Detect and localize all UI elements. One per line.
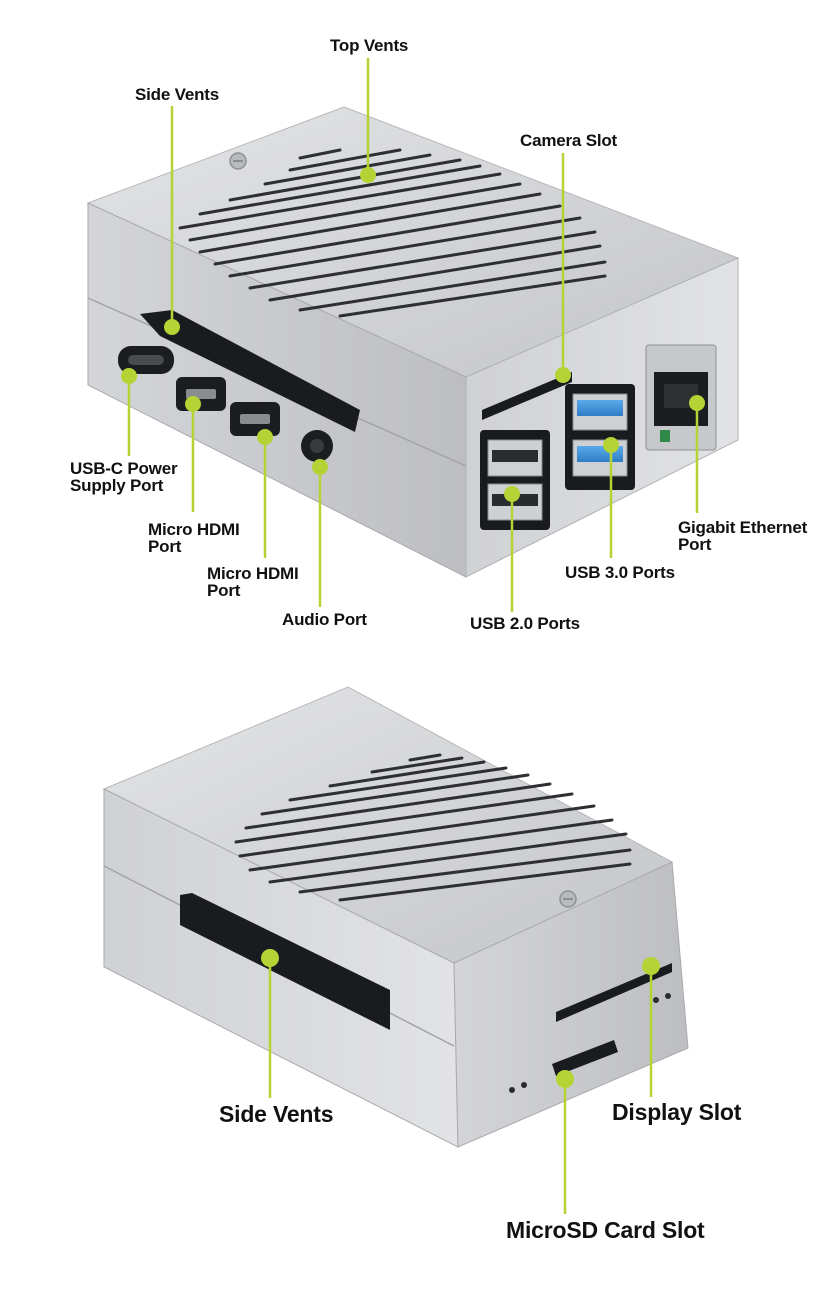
marker-micro-hdmi-1 — [185, 396, 201, 412]
label-gigabit-ethernet: Gigabit Ethernet Port — [678, 518, 808, 555]
top-vents — [178, 148, 607, 318]
marker-usb3 — [603, 437, 619, 453]
marker-side-vents — [164, 319, 180, 335]
label-audio-port: Audio Port — [282, 610, 367, 629]
label-usb2-ports: USB 2.0 Ports — [470, 614, 580, 633]
label-usb3-ports: USB 3.0 Ports — [565, 563, 675, 582]
top-vents-2 — [234, 753, 632, 902]
label-display-slot: Display Slot — [612, 1099, 742, 1125]
side-vent-slot-2 — [180, 893, 390, 1030]
case2-right-face — [453, 861, 689, 1148]
marker-microsd — [556, 1070, 574, 1088]
camera-slot — [482, 372, 572, 420]
label-microsd-slot: MicroSD Card Slot — [506, 1217, 705, 1243]
side-vent-slot — [140, 310, 360, 432]
marker-camera-slot — [555, 367, 571, 383]
microsd-slot — [552, 1040, 618, 1076]
label-micro-hdmi-1: Micro HDMI Port — [148, 520, 240, 557]
label-side-vents-2: Side Vents — [219, 1101, 334, 1127]
usb3-block — [565, 384, 635, 490]
usb2-block — [480, 430, 550, 530]
marker-ethernet — [689, 395, 705, 411]
label-usb-c-power: USB-C Power Supply Port — [70, 459, 178, 496]
marker-display-slot — [642, 957, 660, 975]
ethernet-port-block — [645, 344, 717, 451]
marker-micro-hdmi-2 — [257, 429, 273, 445]
label-micro-hdmi-2: Micro HDMI Port — [207, 564, 299, 601]
top-leader-lines — [121, 58, 705, 612]
label-camera-slot: Camera Slot — [520, 131, 618, 150]
case-top-view — [86, 106, 740, 578]
marker-top-vents — [360, 167, 376, 183]
bottom-leader-lines — [261, 949, 660, 1214]
marker-audio — [312, 459, 328, 475]
display-slot — [556, 963, 672, 1022]
label-side-vents: Side Vents — [135, 85, 219, 104]
label-top-vents: Top Vents — [330, 36, 409, 55]
marker-usb-c — [121, 368, 137, 384]
marker-side-vents-2 — [261, 949, 279, 967]
marker-usb2 — [504, 486, 520, 502]
case-bottom-view — [102, 686, 689, 1148]
